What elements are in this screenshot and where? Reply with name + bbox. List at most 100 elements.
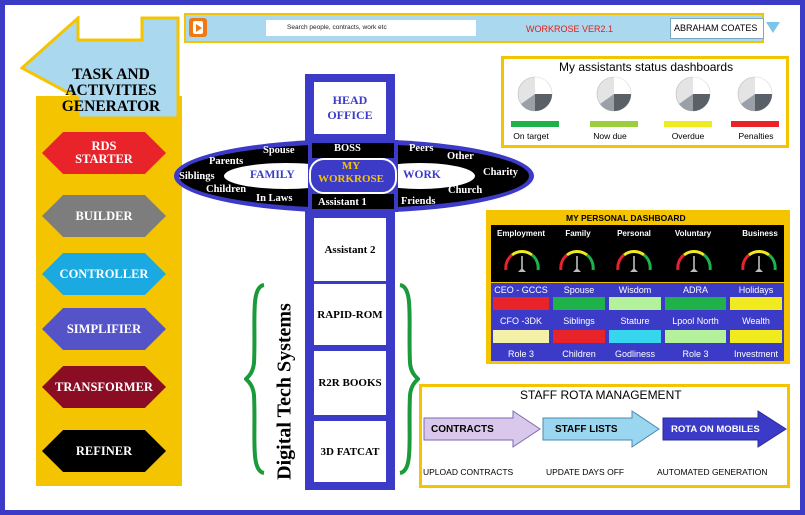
friends-label: Friends [401, 196, 436, 207]
status-swatch [730, 330, 782, 343]
upload-contracts-caption: UPLOAD CONTRACTS [423, 467, 514, 477]
automated-generation-caption: AUTOMATED GENERATION [657, 467, 768, 477]
dashboard-grid [491, 283, 784, 361]
update-days-off-caption: UPDATE DAYS OFF [546, 467, 625, 477]
status-swatch [609, 330, 661, 343]
charity-label: Charity [483, 167, 518, 178]
inlaws-label: In Laws [256, 193, 293, 204]
play-icon[interactable] [189, 18, 207, 37]
status-bar-overdue [664, 121, 712, 127]
dashboard-cell[interactable]: Investment [733, 348, 779, 359]
dashboard-cell[interactable]: Children [562, 348, 596, 359]
menu-controller-button[interactable]: CONTROLLER [42, 253, 166, 295]
fatcat-cell[interactable]: 3D FATCAT [314, 421, 386, 482]
peers-label: Peers [409, 143, 434, 154]
app-title-line-3: GENERATOR [61, 98, 161, 115]
head-office-cell[interactable]: HEAD OFFICE [314, 82, 386, 134]
dashboard-cell[interactable]: ADRA [682, 285, 708, 295]
status-bar-on-target [511, 121, 559, 127]
dashboard-cell[interactable]: Wealth [742, 315, 770, 326]
gauge-icon[interactable] [614, 242, 654, 276]
status-label: Penalties [738, 131, 774, 141]
dashboard-cell[interactable]: Lpool North [672, 315, 719, 326]
user-name-field[interactable]: ABRAHAM COATES [670, 18, 764, 39]
staff-rota-title: STAFF ROTA MANAGEMENT [520, 388, 682, 402]
status-swatch [609, 297, 661, 310]
search-input[interactable]: Search people, contracts, work etc [266, 20, 476, 36]
status-label: Overdue [671, 131, 705, 141]
right-brace-icon [399, 283, 420, 475]
gauge-icon[interactable] [739, 242, 779, 276]
menu-simplifier-button[interactable]: SIMPLIFIER [42, 308, 166, 350]
dashboard-header: Personal [617, 229, 651, 238]
status-pie-chart[interactable] [735, 74, 775, 114]
assistants-status-title: My assistants status dashboards [559, 60, 734, 74]
my-workrose-label[interactable]: MY WORKROSE [317, 160, 384, 185]
workrose-circle [174, 139, 534, 213]
contracts-arrow-icon[interactable] [423, 410, 541, 448]
work-label[interactable]: WORK [403, 169, 441, 181]
rota-mobiles-arrow-icon[interactable] [662, 410, 787, 448]
digital-tech-systems-label: Digital Tech Systems [273, 303, 296, 480]
boss-label[interactable]: BOSS [334, 143, 361, 154]
rapid-rom-cell[interactable]: RAPID-ROM [314, 284, 386, 345]
gauge-icon[interactable] [674, 242, 714, 276]
dashboard-cell[interactable]: Spouse [563, 285, 595, 295]
dashboard-cell[interactable]: Holidays [738, 285, 774, 295]
status-swatch [665, 330, 726, 343]
rota-mobiles-step-label[interactable]: ROTA ON MOBILES [671, 424, 760, 435]
dashboard-cell[interactable]: Wisdom [618, 285, 652, 295]
parents-label: Parents [209, 156, 244, 167]
top-bar: Search people, contracts, work etc WORKR… [184, 13, 764, 43]
menu-builder-label: BUILDER [75, 208, 133, 223]
status-pie-chart[interactable] [673, 74, 713, 114]
other-label: Other [447, 151, 474, 162]
assistant-1-label[interactable]: Assistant 1 [318, 197, 367, 208]
children-label: Children [206, 184, 247, 195]
staff-lists-arrow-icon[interactable] [542, 410, 660, 448]
menu-controller-label: CONTROLLER [59, 266, 149, 281]
menu-rds-starter-label: RDS STARTER [75, 139, 133, 166]
dashboard-header: Employment [496, 229, 545, 238]
app-title-line-2: ACTIVITIES [65, 82, 157, 99]
contracts-step-label[interactable]: CONTRACTS [431, 424, 494, 435]
menu-refiner-label: REFINER [75, 443, 133, 458]
dashboard-cell[interactable]: CFO -3DK [499, 315, 542, 326]
status-swatch [553, 297, 605, 310]
dashboard-cell[interactable]: Siblings [563, 315, 595, 326]
app-title-arrow [20, 16, 180, 120]
app-title: TASK AND ACTIVITIES GENERATOR [52, 67, 170, 115]
dashboard-cell[interactable]: Role 3 [682, 348, 709, 359]
menu-builder-button[interactable]: BUILDER [42, 195, 166, 237]
gauge-icon[interactable] [502, 242, 542, 276]
status-bar-now-due [590, 121, 638, 127]
status-swatch [730, 297, 782, 310]
menu-transformer-label: TRANSFORMER [55, 379, 153, 394]
menu-refiner-button[interactable]: REFINER [42, 430, 166, 472]
siblings-label: Siblings [179, 171, 215, 182]
status-pie-chart[interactable] [515, 74, 555, 114]
church-label: Church [448, 185, 483, 196]
gauge-strip [491, 225, 784, 282]
left-brace-icon [244, 283, 265, 475]
family-label[interactable]: FAMILY [250, 169, 295, 181]
dashboard-cell[interactable]: Role 3 [507, 348, 534, 359]
assistant-2-cell[interactable]: Assistant 2 [314, 218, 386, 281]
menu-transformer-button[interactable]: TRANSFORMER [42, 366, 166, 408]
status-pie-chart[interactable] [594, 74, 634, 114]
chevron-down-icon[interactable] [766, 22, 780, 33]
r2r-books-cell[interactable]: R2R BOOKS [314, 351, 386, 415]
dashboard-header: Family [565, 229, 591, 238]
menu-rds-starter-button[interactable]: RDS STARTER [42, 132, 166, 174]
dashboard-cell[interactable]: Godliness [614, 348, 656, 359]
menu-simplifier-label: SIMPLIFIER [66, 321, 142, 336]
dashboard-header: Business [742, 229, 778, 238]
dashboard-cell[interactable]: Stature [620, 315, 650, 326]
dashboard-cell[interactable]: CEO - GCCS [494, 285, 548, 295]
app-title-line-1: TASK AND [72, 66, 150, 83]
status-bar-penalties [731, 121, 779, 127]
gauge-icon[interactable] [557, 242, 597, 276]
dashboard-header: Voluntary [674, 229, 712, 238]
staff-lists-step-label[interactable]: STAFF LISTS [555, 424, 618, 435]
